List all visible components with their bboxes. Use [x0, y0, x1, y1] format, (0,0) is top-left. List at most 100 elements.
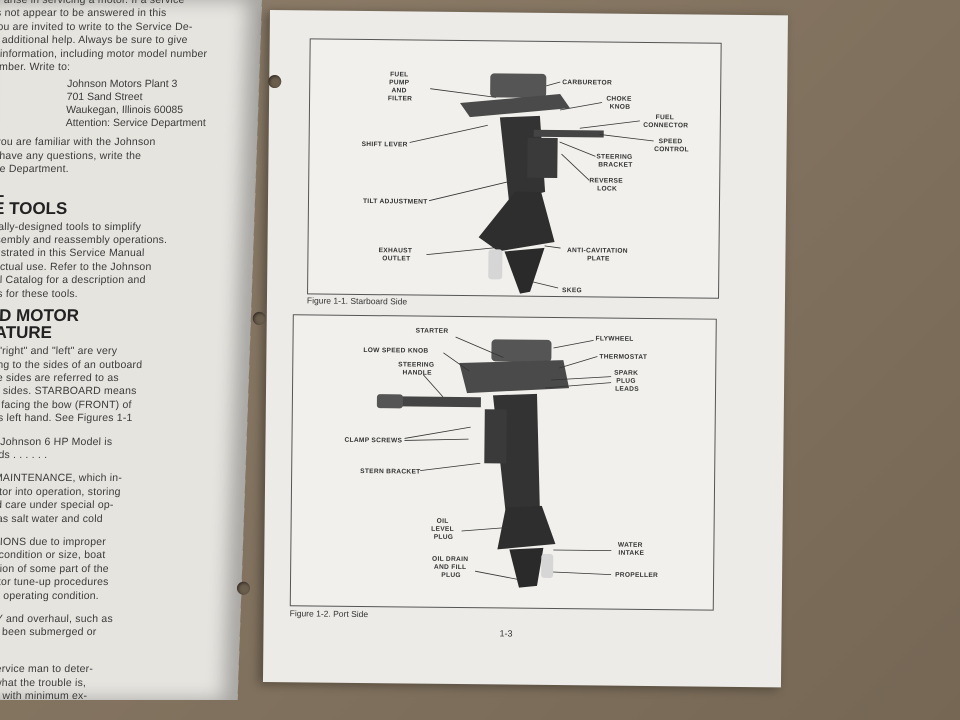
text-line: ols are illustrated in this Service Manu…: [0, 247, 145, 260]
figure-2-caption: Figure 1-2. Port Side: [289, 608, 369, 620]
page-number: 1-3: [499, 628, 513, 639]
svg-text:FUEL CONNECTOR: FUEL CONNECTOR: [643, 114, 688, 129]
text-line: otor in prime operating condition.: [0, 589, 100, 602]
svg-text:WATER INTAKE: WATER INTAKE: [618, 542, 645, 557]
text-line: g a new motor into operation, storing: [0, 485, 121, 498]
steering-handle-bar: [380, 396, 481, 408]
carburetor-housing: [490, 73, 547, 98]
label-starter: STARTER: [416, 328, 449, 335]
label-skeg: SKEG: [562, 287, 582, 294]
text-line: omplete information, including motor mod…: [0, 47, 208, 60]
tiller-arm: [533, 129, 604, 138]
label-fuel-connector: FUEL: [656, 114, 674, 121]
label-thermostat: THERMOSTAT: [599, 353, 647, 361]
label-water-intake: WATER: [618, 542, 643, 549]
text-line: ORT means left hand. See Figures 1-1: [0, 412, 133, 425]
skeg-shape: [504, 247, 545, 294]
text-line: itions such as salt water and cold: [0, 512, 103, 525]
text-line: the malfunction of some part of the: [0, 562, 110, 575]
gearcase: [497, 505, 556, 550]
text-line: sembly just what the trouble is,: [0, 676, 87, 689]
svg-text:EXHAUST OUTLET: EXHAUST OUTLET: [378, 247, 414, 262]
svg-text:REVERSE LOCK: REVERSE LOCK: [589, 177, 625, 192]
midsection: [499, 115, 546, 202]
text-line: RVICE TOOLS: [0, 198, 68, 218]
text-line: ment for additional help. Always be sure…: [0, 34, 188, 47]
stern-bracket-shape: [484, 409, 507, 464]
powerhead: [459, 360, 570, 394]
svg-text:STEERING HANDLE: STEERING HANDLE: [398, 361, 436, 376]
figure-port-side: STARTER FLYWHEEL LOW SPEED KNOB THERMOST…: [289, 314, 717, 611]
text-line: Attention: Service Department: [65, 117, 206, 130]
text-line: ervice Tool Catalog for a description an…: [0, 274, 146, 287]
svg-text:OIL DRAIN AND FILL: OIL DRAIN AND FILL PLUG: [432, 556, 471, 579]
svg-text:STEERING BRACKET: STEERING BRACKET: [596, 153, 634, 168]
text-line: on Service Department.: [0, 163, 70, 176]
left-page: uestions arise in servicing a motor. If …: [0, 0, 263, 700]
handle-grip: [376, 394, 403, 409]
label-fuel-pump: FUEL: [390, 71, 408, 78]
text-line: Johnson Motors Plant 3: [66, 78, 178, 91]
svg-text:FUEL PUMP AND: FUEL PUMP AND FILTER: [388, 71, 413, 102]
binder-hole: [268, 74, 282, 89]
text-line: includes motor tune-up procedures: [0, 576, 109, 589]
text-line: serial number. Write to:: [0, 61, 71, 74]
label-shift-lever: SHIFT LEVER: [362, 141, 408, 148]
text-line: the disassembly and reassembly operation…: [0, 234, 168, 247]
figure-starboard-side: FUEL PUMP AND FILTER CARBURETOR CHOKE KN…: [307, 38, 722, 299]
label-exhaust-outlet: EXHAUST: [379, 247, 413, 254]
lower-unit: [478, 191, 555, 252]
text-line: g, propeller condition or size, boat: [0, 549, 106, 562]
binder-hole: [252, 311, 266, 325]
text-line: ure that you are familiar with the Johns…: [0, 136, 156, 149]
text-line: you as the service man to deter-: [0, 663, 94, 676]
bracket: [527, 137, 558, 179]
label-choke-knob: CHOKE: [606, 96, 632, 103]
svg-text:OIL LEVEL PLUG: OIL LEVEL PLUG: [431, 518, 456, 541]
text-line: hand while facing the bow (FRONT) of: [0, 398, 132, 411]
lower-skeg: [509, 547, 544, 588]
label-anti-cavitation-plate: ANTI-CAVITATION: [567, 247, 628, 255]
propeller-blade: [488, 249, 503, 280]
text-line: 701 Sand Street: [66, 91, 143, 104]
text-line: cases in actual use. Refer to the Johnso…: [0, 260, 152, 273]
label-steering-bracket: STEERING: [596, 153, 632, 160]
text-line: otor that has been submerged or: [0, 626, 97, 639]
text-line: erefore, the sides are referred to as: [0, 371, 120, 384]
label-stern-bracket: STERN BRACKET: [360, 468, 420, 476]
text-line: SASSEMBLY and overhaul, such as: [0, 613, 114, 625]
label-speed-control: SPEED: [659, 138, 683, 145]
label-spark-plug-leads: SPARK: [614, 370, 638, 377]
label-clamp-screws: CLAMP SCREWS: [344, 437, 402, 445]
label-oil-level-plug: OIL: [437, 518, 449, 525]
label-oil-drain-fill-plug: OIL DRAIN: [432, 556, 468, 563]
text-line: nstructions for these tools.: [0, 287, 79, 300]
motor-hood: [460, 94, 570, 118]
text-line: anual, you are invited to write to the S…: [0, 20, 193, 33]
figure-1-caption: Figure 1-1. Starboard Side: [306, 295, 408, 307]
svg-text:CHOKE KNOB: CHOKE KNOB: [606, 96, 634, 111]
text-line: has specially-designed tools to simplify: [0, 220, 142, 233]
text-line: e-in units.: [0, 640, 228, 653]
svg-text:ANTI-CAVITATION PLATE: ANTI-CAVITATION PLATE: [567, 247, 630, 263]
label-tilt-adjustment: TILT ADJUSTMENT: [363, 198, 428, 206]
text-line: it quickly and with minimum ex-: [0, 690, 88, 700]
text-line: ECIAL: [0, 181, 5, 201]
svg-text:SPARK PLUG LEA: SPARK PLUG LEADS: [614, 370, 640, 393]
starboard-motor-illustration: FUEL PUMP AND FILTER CARBURETOR CHOKE KN…: [362, 71, 689, 294]
text-line: D or PORT sides. STARBOARD means: [0, 385, 137, 398]
text-line: BOARD MOTOR: [0, 306, 80, 326]
port-motor-illustration: STARTER FLYWHEEL LOW SPEED KNOB THERMOST…: [344, 328, 658, 588]
text-line: ired for the Johnson 6 HP Model is: [0, 435, 113, 448]
text-line: ts. If you have any questions, write the: [0, 149, 142, 162]
label-steering-handle: STEERING: [398, 361, 434, 368]
text-line: hen referring to the sides of an outboar…: [0, 358, 143, 371]
label-reverse-lock: REVERSE: [589, 177, 623, 184]
text-line: rication, and care under special op-: [0, 499, 114, 512]
label-low-speed-knob: LOW SPEED KNOB: [363, 347, 428, 355]
text-line: ARE AND MAINTENANCE, which in-: [0, 472, 123, 485]
right-page: FUEL PUMP AND FILTER CARBURETOR CHOKE KN…: [236, 10, 788, 688]
text-line: of three kinds . . . . . .: [0, 448, 48, 461]
